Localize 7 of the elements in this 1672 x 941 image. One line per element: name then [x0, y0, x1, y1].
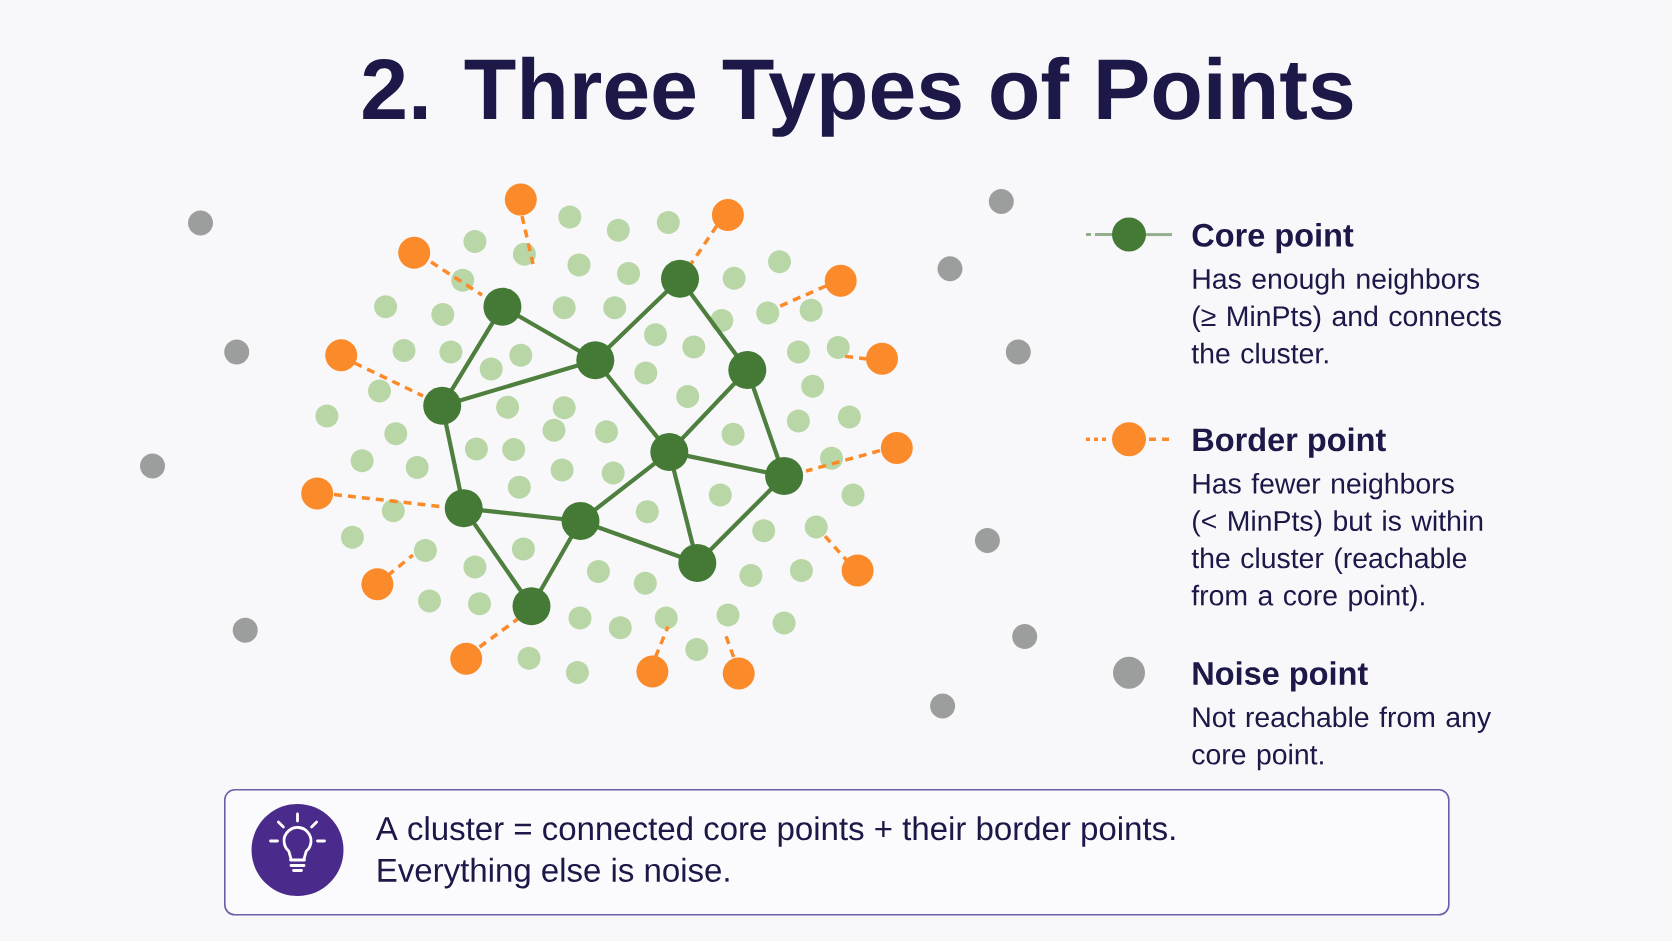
legend-label: Noise point	[1193, 661, 1368, 692]
title: 2. Three Types of Points	[363, 56, 1353, 137]
callout-box: A cluster = connected core points + their border points. Everything else is noise.	[224, 789, 1450, 916]
description-text: Has enough neighbors (≥ MinPts) and connects the cluster.	[1191, 268, 1501, 364]
legend-label: Border point	[1193, 427, 1386, 458]
description-text: Has fewer neighbors (< MinPts) but is within the cluster (reachable from a core point).	[1191, 472, 1483, 612]
legend-label: Core point	[1192, 222, 1354, 254]
